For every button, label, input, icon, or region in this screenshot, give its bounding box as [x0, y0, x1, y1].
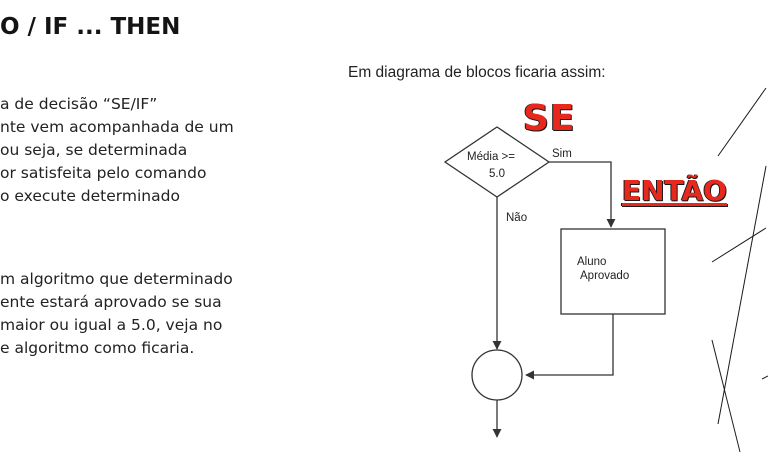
decorative-line — [711, 339, 741, 452]
no-label: Não — [506, 212, 527, 224]
intro-line: or satisfeita pelo comando — [0, 164, 207, 182]
example-line: ente estará aprovado se sua — [0, 293, 222, 311]
process-box — [560, 228, 666, 315]
decorative-line — [711, 227, 767, 263]
yes-branch-line — [549, 161, 616, 228]
decorative-line — [717, 165, 767, 425]
process-label-line2: Aprovado — [580, 270, 629, 282]
yes-label: Sim — [552, 148, 572, 160]
process-label-line1: Aluno — [577, 256, 606, 268]
decorative-line — [761, 375, 768, 380]
connector-circle — [471, 349, 523, 401]
intro-line: ou seja, se determinada — [0, 141, 188, 159]
intro-line: nte vem acompanhada de um — [0, 118, 234, 136]
merge-line — [525, 314, 614, 380]
decorative-line — [717, 87, 767, 157]
intro-paragraph: a de decisão “SE/IF” nte vem acompanhada… — [0, 93, 234, 208]
callout-entao: ENTÃO — [622, 174, 727, 207]
example-line: e algoritmo como ficaria. — [0, 339, 195, 357]
decision-label-line2: 5.0 — [489, 168, 505, 180]
example-line: maior ou igual a 5.0, veja no — [0, 316, 223, 334]
decision-label-line1: Média >= — [467, 151, 515, 163]
intro-line: o execute determinado — [0, 187, 180, 205]
callout-se: SE — [523, 98, 576, 139]
intro-line: a de decisão “SE/IF” — [0, 95, 158, 113]
diagram-caption: Em diagrama de blocos ficaria assim: — [348, 64, 606, 81]
example-line: m algoritmo que determinado — [0, 270, 233, 288]
page-title: O / IF ... THEN — [0, 14, 181, 40]
example-paragraph: m algoritmo que determinado ente estará … — [0, 268, 233, 360]
